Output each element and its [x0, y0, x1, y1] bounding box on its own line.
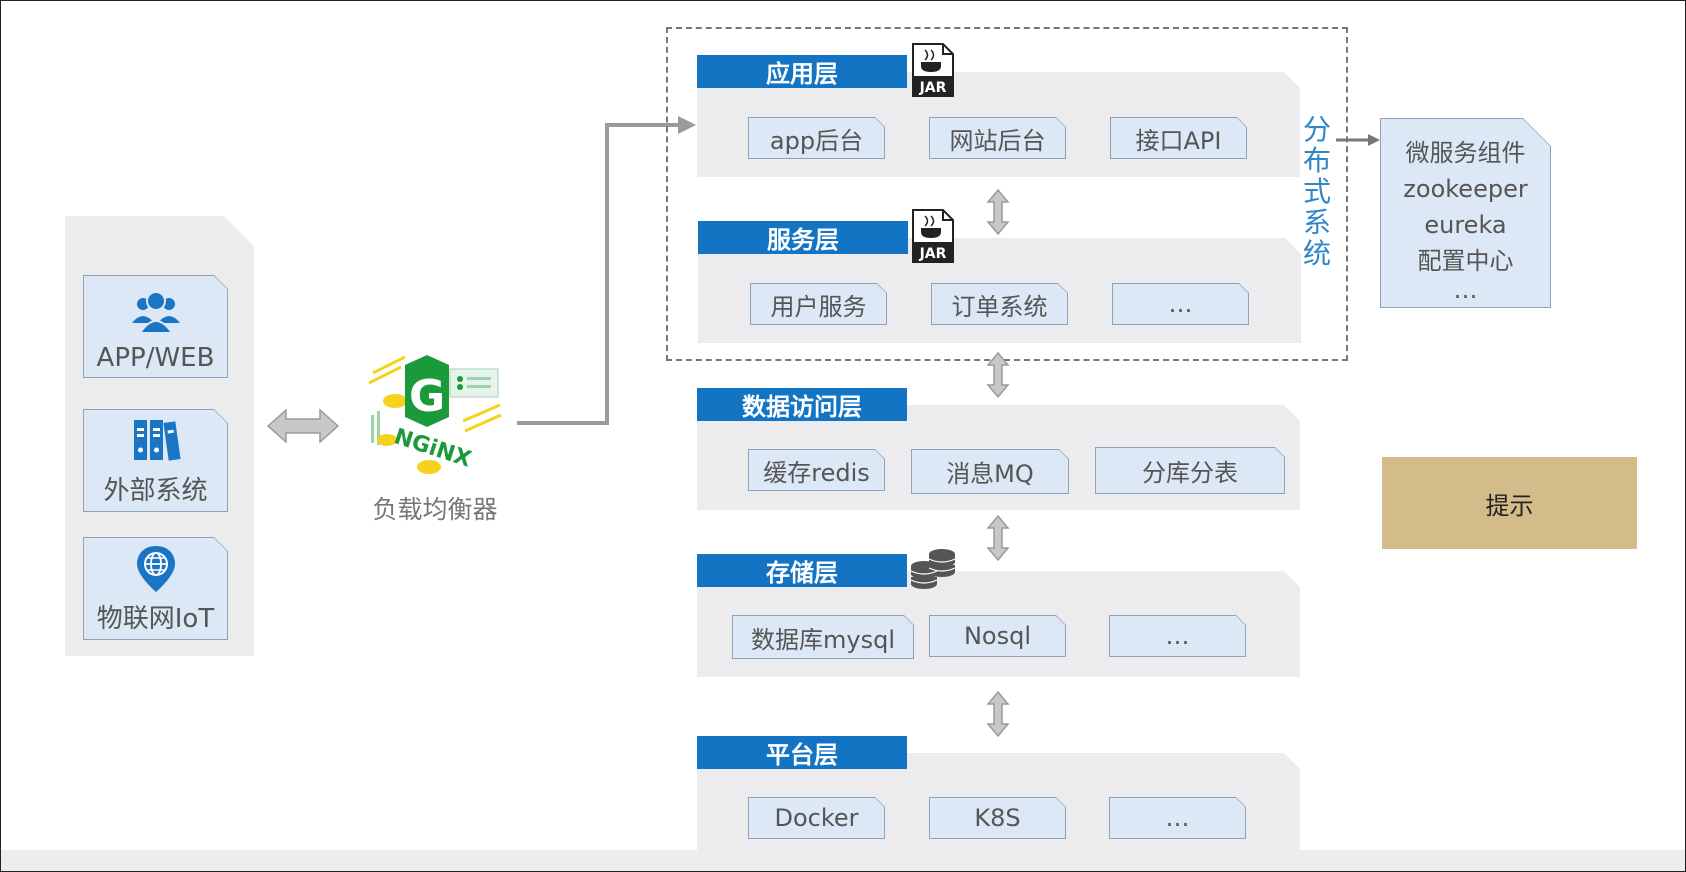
binders-icon: [131, 416, 181, 464]
layer-title: 平台层: [697, 736, 907, 769]
jar-icon: JAR: [912, 209, 954, 263]
component-box: 缓存redis: [748, 449, 885, 491]
vertical-double-arrow-icon: [986, 188, 1010, 236]
component-box: 用户服务: [750, 283, 887, 325]
vertical-double-arrow-icon: [986, 514, 1010, 562]
client-card-external: 外部系统: [83, 409, 228, 512]
nginx-logo: G NGiNX: [368, 355, 502, 474]
client-label: 物联网IoT: [96, 604, 215, 634]
load-balancer-label: 负载均衡器: [372, 495, 498, 524]
database-icon: [910, 549, 956, 589]
jar-icon: JAR: [912, 43, 954, 97]
distributed-boundary: [666, 27, 1348, 361]
component-box: Nosql: [929, 615, 1066, 657]
layer-title: 存储层: [697, 554, 907, 587]
globe-pin-icon: [134, 544, 178, 594]
microservice-line: 微服务组件: [1405, 139, 1526, 167]
jar-badge-text: JAR: [919, 80, 947, 96]
microservice-line: eureka: [1424, 211, 1507, 239]
jar-badge-text: JAR: [919, 246, 947, 262]
component-box: 消息MQ: [911, 449, 1069, 494]
microservice-components-card: 微服务组件 zookeeper eureka 配置中心 …: [1380, 118, 1551, 308]
users-icon: [131, 289, 181, 337]
client-label: APP/WEB: [96, 343, 215, 373]
microservice-line: …: [1453, 276, 1478, 304]
nginx-g-glyph: G: [409, 371, 445, 422]
component-box: …: [1112, 283, 1249, 325]
distributed-system-label: 分布式系统: [1302, 113, 1331, 270]
client-card-iot: 物联网IoT: [83, 537, 228, 640]
vertical-double-arrow-icon: [986, 351, 1010, 399]
component-box: …: [1109, 615, 1246, 657]
component-box: K8S: [929, 797, 1066, 839]
client-card-app-web: APP/WEB: [83, 275, 228, 378]
layer-title: 数据访问层: [697, 388, 907, 421]
component-box: 分库分表: [1095, 447, 1285, 494]
component-box: 数据库mysql: [732, 615, 914, 659]
component-box: 订单系统: [931, 283, 1068, 325]
microservice-line: 配置中心: [1417, 247, 1514, 275]
vertical-double-arrow-icon: [986, 690, 1010, 738]
arrow-right-icon: [1336, 134, 1380, 146]
component-box: 网站后台: [929, 117, 1066, 159]
layer-title: 服务层: [698, 221, 908, 254]
component-box: 接口API: [1110, 117, 1247, 159]
tip-button[interactable]: 提示: [1382, 457, 1637, 549]
microservice-line: zookeeper: [1403, 175, 1528, 203]
bidirectional-arrow-icon: [266, 408, 340, 444]
client-label: 外部系统: [103, 476, 208, 506]
layer-title: 应用层: [697, 55, 907, 88]
component-box: app后台: [748, 117, 885, 159]
component-box: …: [1109, 797, 1246, 839]
connector-arrow: [517, 116, 696, 425]
component-box: Docker: [748, 797, 885, 839]
